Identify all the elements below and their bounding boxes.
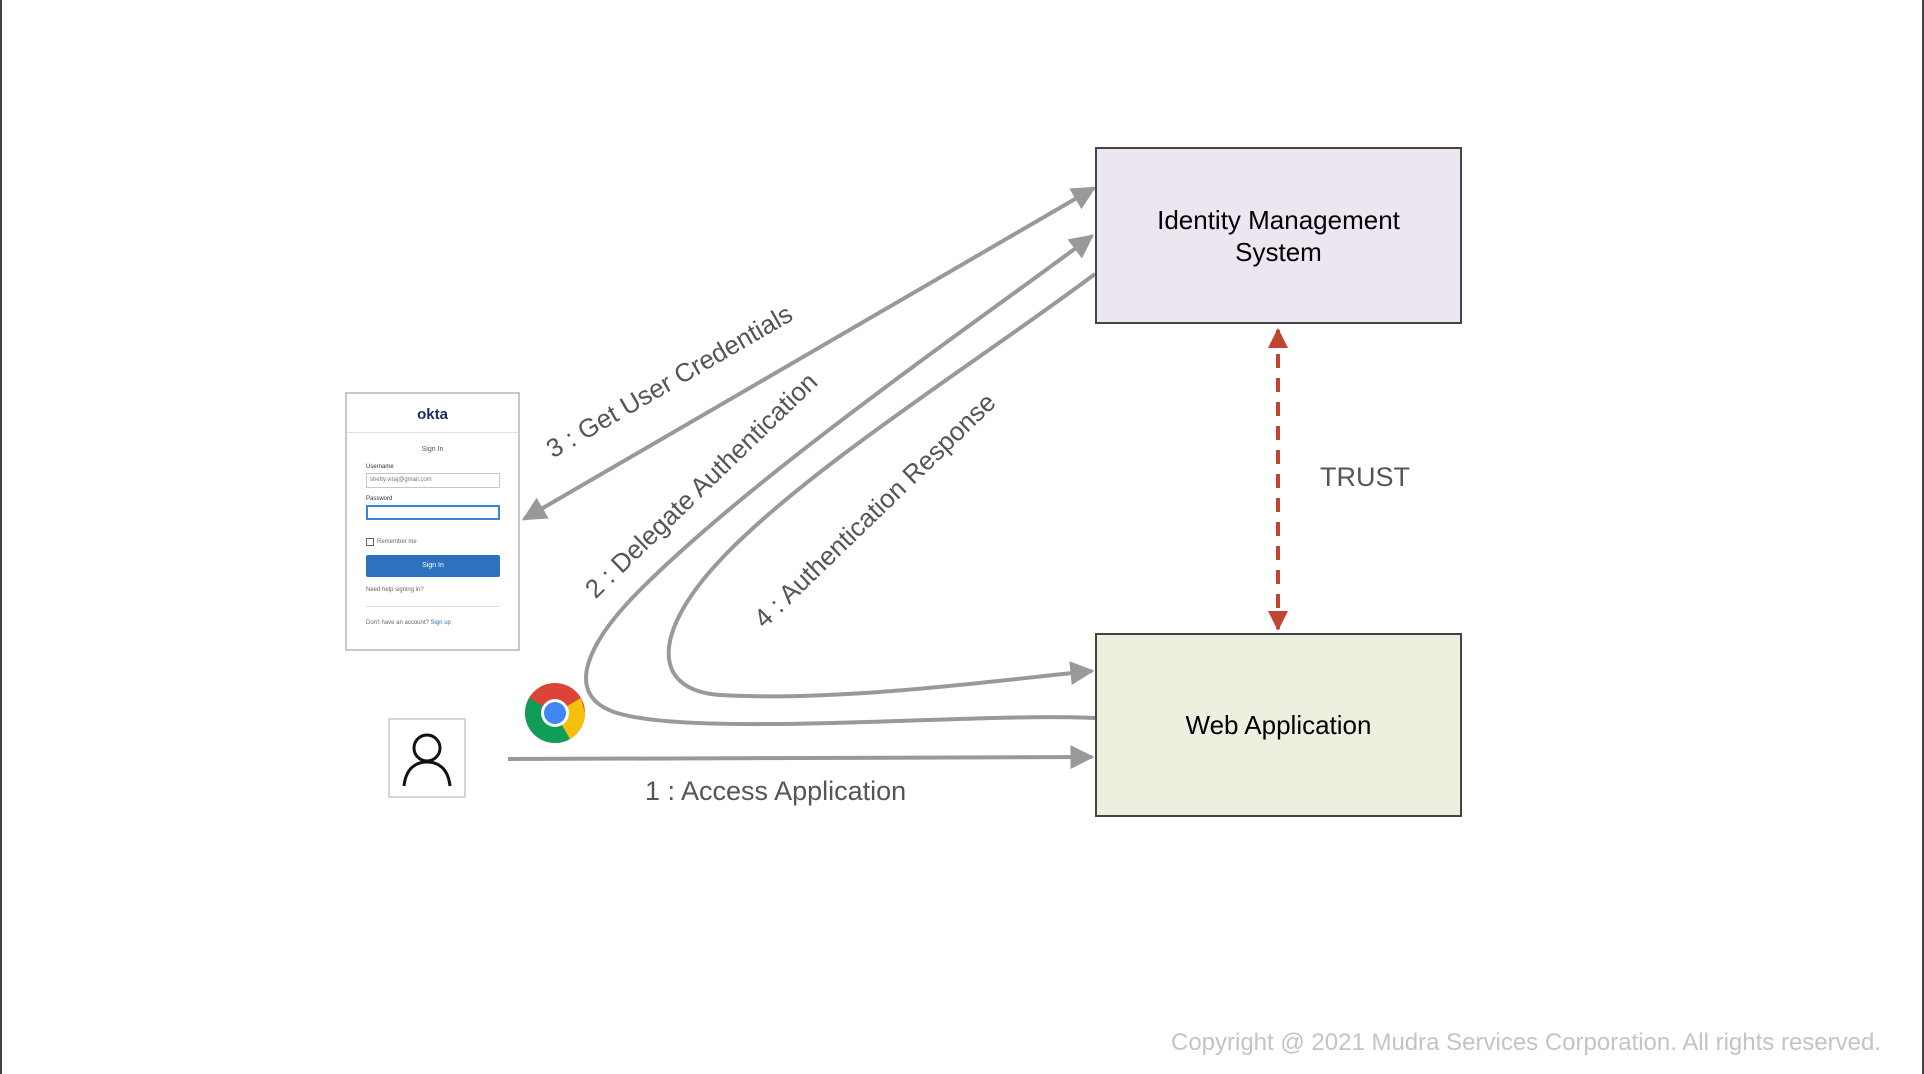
okta-signin-title: Sign In [421,446,444,453]
user-icon [402,733,452,787]
okta-no-account-text: Don't have an account? [366,620,429,626]
slide-left-border [0,0,2,1074]
web-application-node: Web Application [1095,633,1462,817]
okta-logo: okta [417,406,448,423]
label-trust: TRUST [1320,462,1410,492]
okta-help-link[interactable]: Need help signing in? [366,587,424,593]
label-access-application: 1 : Access Application [645,776,907,806]
okta-remember-me[interactable]: Remember me [366,538,417,546]
okta-remember-label: Remember me [377,539,417,545]
okta-signup-row: Don't have an account? Sign up [366,620,451,626]
edge-delegate-authentication [584,234,1096,727]
edge-access-application [507,745,1095,770]
okta-password-field[interactable] [366,505,500,520]
edge-get-user-credentials [521,186,1097,521]
remember-checkbox[interactable] [366,538,374,546]
web-application-label: Web Application [1185,710,1372,740]
slide-right-border [1922,0,1924,1074]
edge-authentication-response [666,272,1097,699]
okta-username-field[interactable]: shetty.viraj@gmail.com [366,473,500,488]
idm-label-line1: Identity Management [1157,204,1400,235]
copyright-notice: Copyright @ 2021 Mudra Services Corporat… [1170,1029,1881,1056]
user-node [388,718,466,798]
okta-login-screenshot: okta Sign In Username shetty.viraj@gmail… [345,392,520,651]
okta-username-label: Username [366,464,394,470]
idm-label-line2: System [1235,236,1322,267]
okta-header-divider [347,432,518,433]
chrome-icon [524,683,585,744]
okta-password-label: Password [366,496,393,502]
okta-signin-button[interactable]: Sign In [366,555,500,577]
identity-management-system-node: Identity Management System [1095,147,1462,324]
okta-footer-divider [366,606,500,607]
okta-signup-link[interactable]: Sign up [430,620,451,626]
